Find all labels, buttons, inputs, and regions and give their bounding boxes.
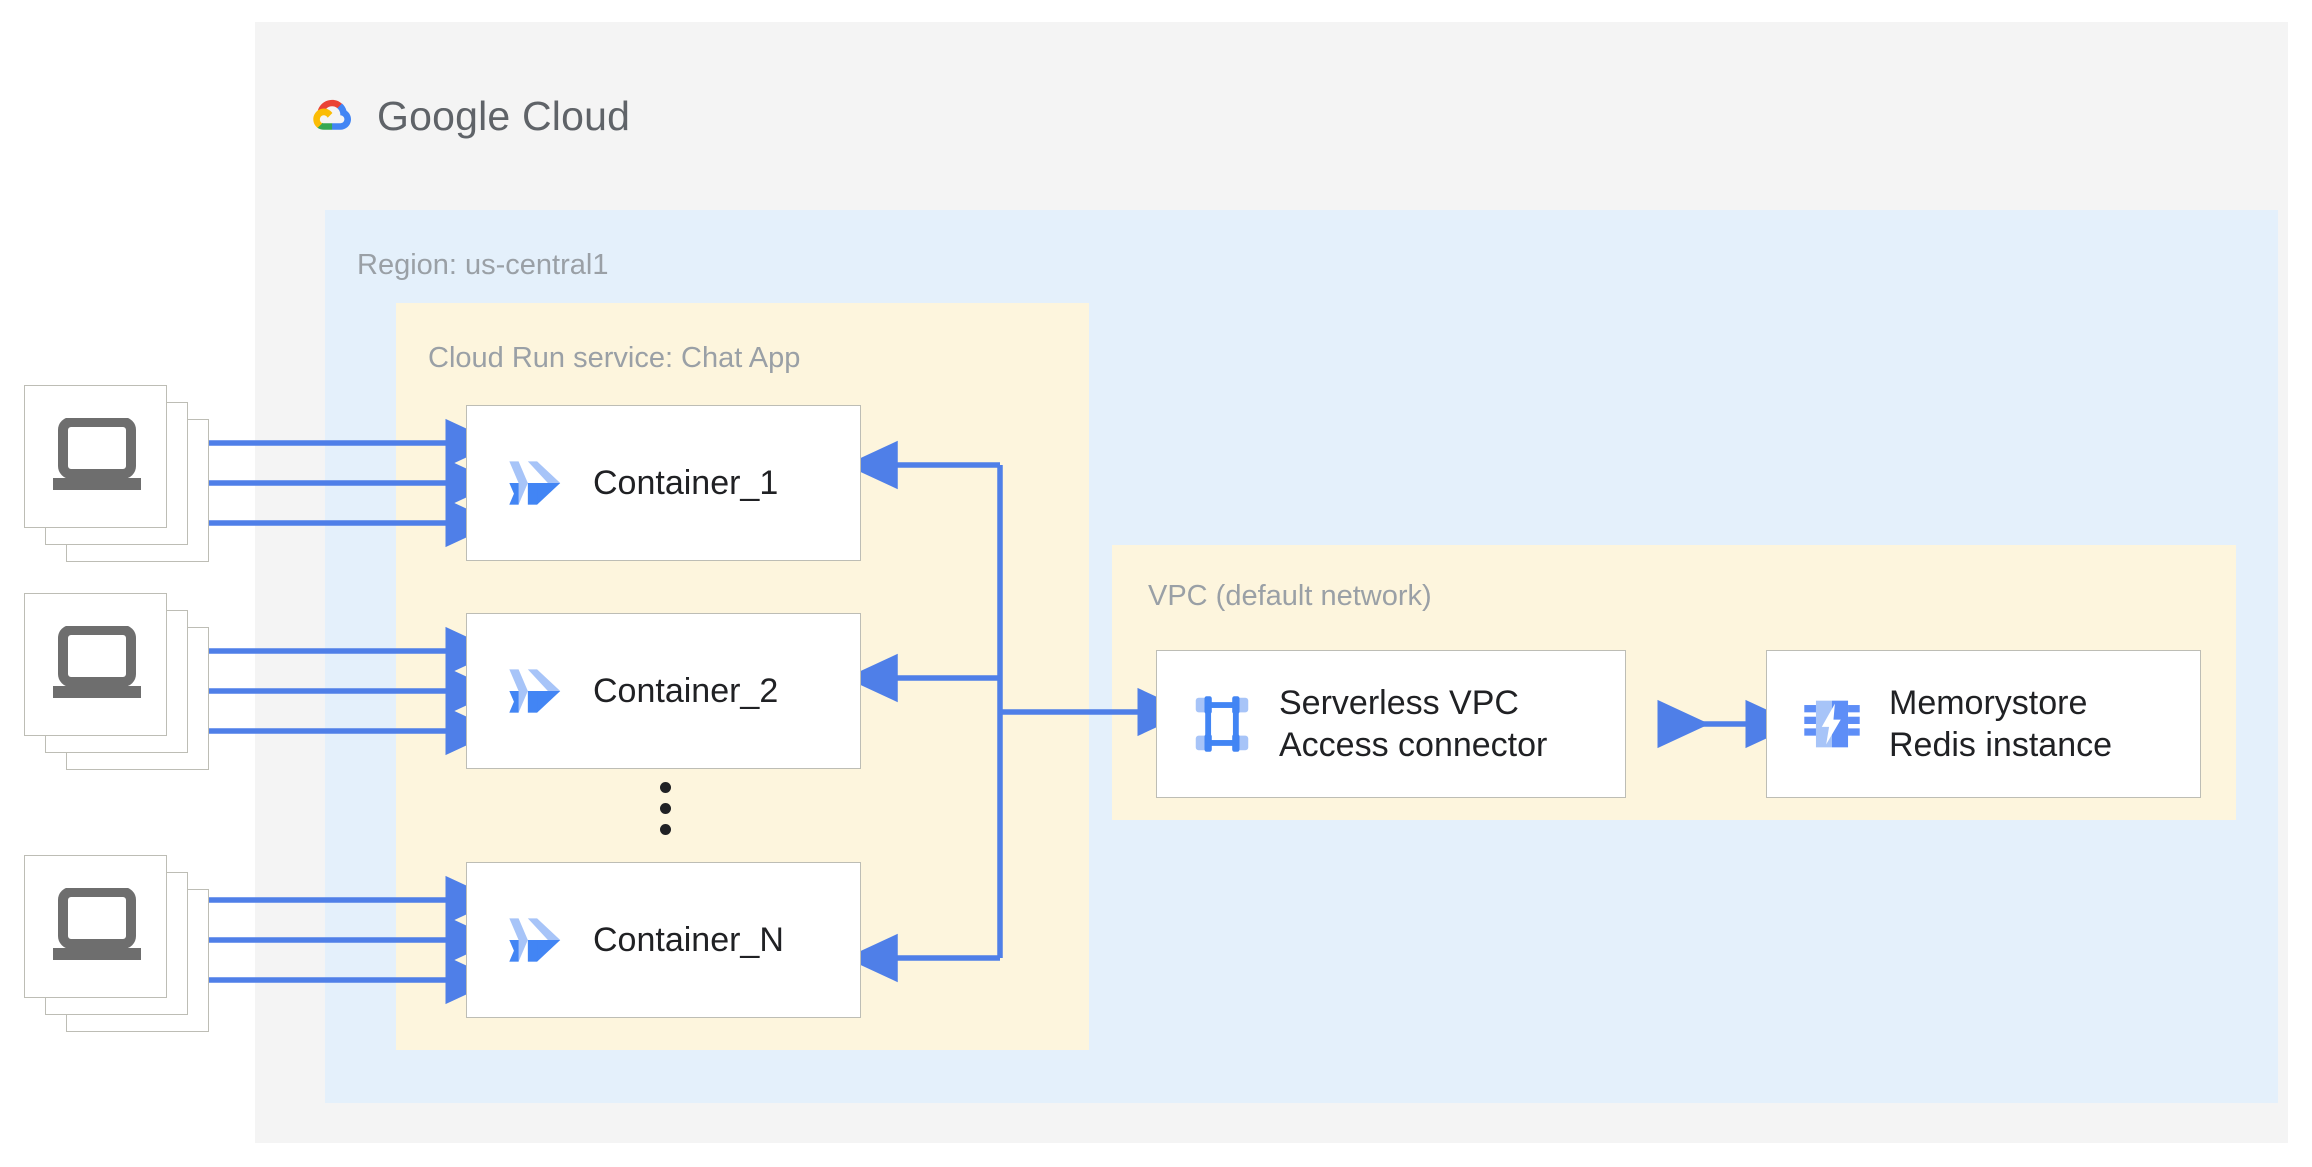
region-zone-label: Region: us-central1	[357, 249, 609, 281]
laptop-card-front	[24, 385, 167, 528]
vpc-connector-label: Serverless VPC Access connector	[1279, 683, 1548, 765]
container-node[interactable]: Container_2	[466, 613, 861, 769]
cloud-run-icon	[509, 918, 561, 962]
serverless-vpc-access-connector-node[interactable]: Serverless VPC Access connector	[1156, 650, 1626, 798]
cloud-run-icon	[509, 461, 561, 505]
serverless-vpc-access-connector-icon	[1195, 696, 1249, 752]
client-laptop-stack[interactable]	[24, 593, 209, 770]
ellipsis-dot	[660, 782, 671, 793]
laptop-icon	[53, 418, 141, 490]
brand-name: Google Cloud	[377, 92, 631, 139]
memorystore-redis-node[interactable]: Memorystore Redis instance	[1766, 650, 2201, 798]
laptop-icon	[53, 888, 141, 960]
ellipsis-dot	[660, 824, 671, 835]
memorystore-label: Memorystore Redis instance	[1889, 683, 2113, 765]
client-laptop-stack[interactable]	[24, 385, 209, 562]
google-cloud-brand: Google Cloud	[303, 92, 630, 140]
container-node[interactable]: Container_1	[466, 405, 861, 561]
laptop-card-front	[24, 593, 167, 736]
google-cloud-logo-icon	[313, 99, 351, 130]
ellipsis-dot	[660, 803, 671, 814]
vpc-zone-label: VPC (default network)	[1148, 580, 1432, 612]
container-node-label: Container_2	[593, 671, 779, 710]
cloud-run-zone-label: Cloud Run service: Chat App	[428, 342, 801, 374]
container-node[interactable]: Container_N	[466, 862, 861, 1018]
laptop-card-front	[24, 855, 167, 998]
laptop-icon	[53, 626, 141, 698]
client-laptop-stack[interactable]	[24, 855, 209, 1032]
container-node-label: Container_1	[593, 463, 779, 502]
containers-ellipsis	[660, 782, 671, 835]
container-node-label: Container_N	[593, 920, 784, 959]
cloud-run-icon	[509, 669, 561, 713]
memorystore-redis-icon	[1804, 700, 1860, 748]
